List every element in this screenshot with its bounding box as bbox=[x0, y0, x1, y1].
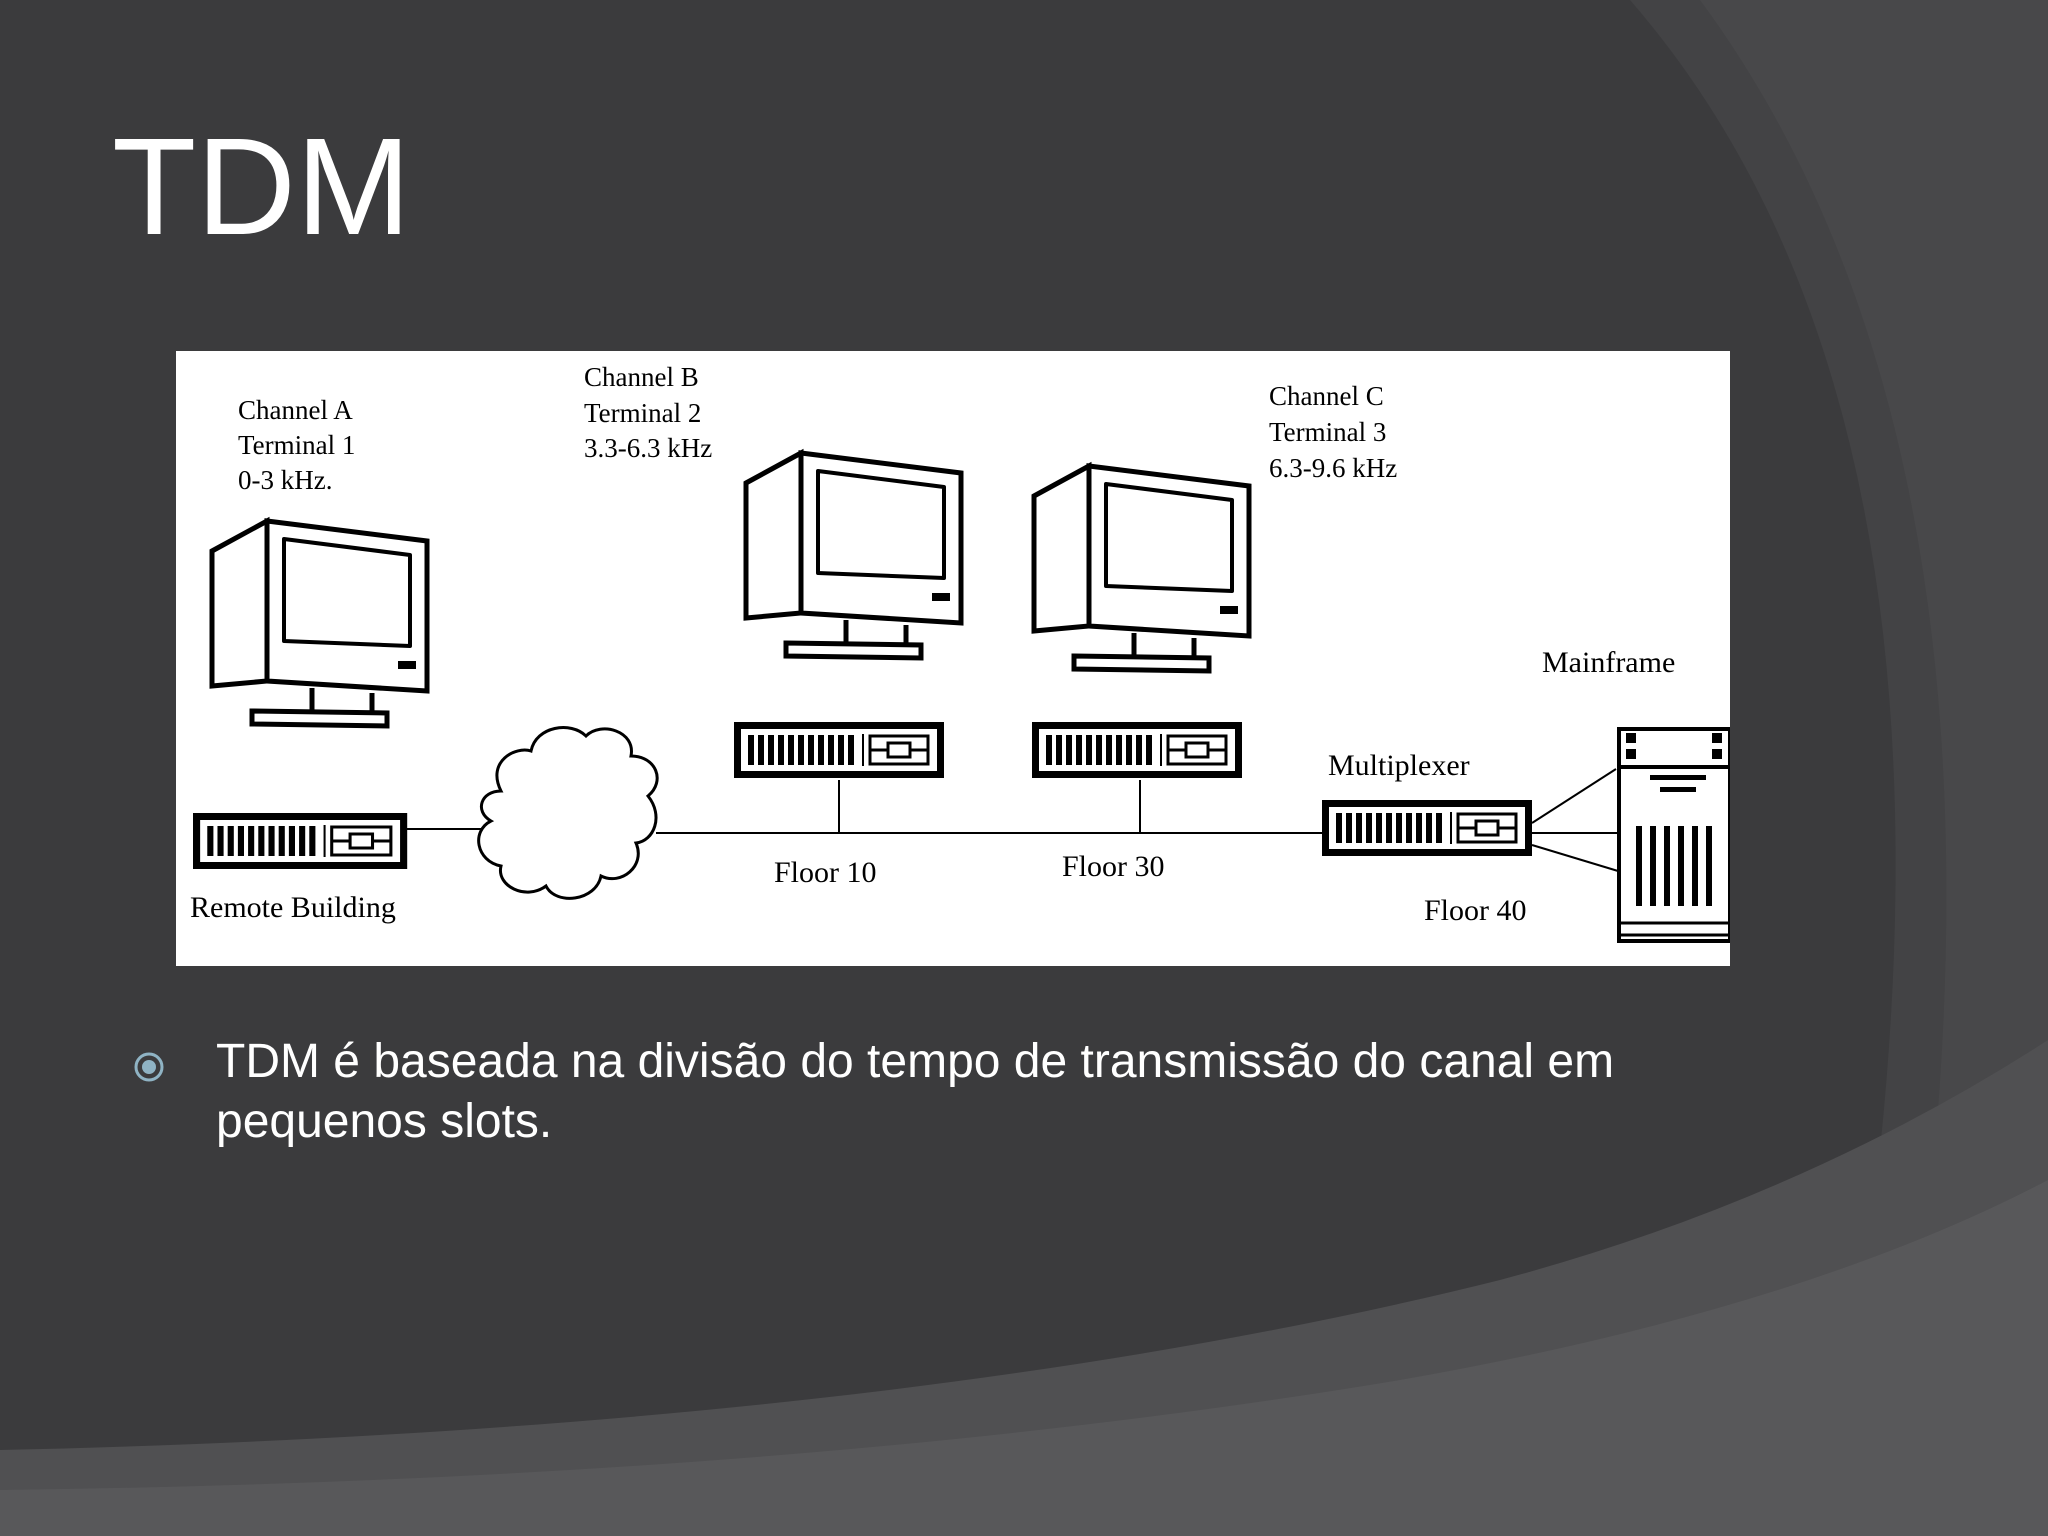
target-bullet-icon bbox=[134, 1052, 164, 1082]
network-cloud bbox=[477, 726, 659, 900]
remote-building-mux bbox=[191, 811, 409, 871]
mainframe-server bbox=[1617, 727, 1730, 943]
floor-30-label: Floor 30 bbox=[1062, 850, 1165, 883]
mainframe-label: Mainframe bbox=[1542, 646, 1675, 679]
channel-a-label: Channel A Terminal 1 0-3 kHz. bbox=[238, 395, 362, 495]
bullet-text: TDM é baseada na divisão do tempo de tra… bbox=[216, 1035, 1615, 1148]
network-lines bbox=[406, 768, 1620, 872]
line-mux-mainframe-1 bbox=[1531, 768, 1617, 824]
tdm-diagram: Channel A Terminal 1 0-3 kHz. Channel B … bbox=[176, 351, 1730, 966]
multiplexer-label: Multiplexer bbox=[1328, 749, 1470, 782]
channel-b-label: Channel B Terminal 2 3.3-6.3 kHz bbox=[584, 362, 712, 463]
terminal-3-monitor bbox=[1034, 466, 1249, 671]
tdm-diagram-svg: Channel A Terminal 1 0-3 kHz. Channel B … bbox=[190, 362, 1730, 943]
floor-10-mux bbox=[732, 720, 946, 780]
remote-building-label: Remote Building bbox=[190, 891, 396, 924]
floor-10-label: Floor 10 bbox=[774, 856, 877, 889]
terminal-1-monitor bbox=[212, 521, 427, 726]
floor-30-mux bbox=[1030, 720, 1244, 780]
background-wave-bottom-front bbox=[0, 1180, 2048, 1536]
floor-40-label: Floor 40 bbox=[1424, 894, 1527, 927]
slide-title: TDM bbox=[112, 110, 411, 264]
channel-c-label: Channel C Terminal 3 6.3-9.6 kHz bbox=[1269, 381, 1397, 483]
line-mux-mainframe-3 bbox=[1531, 844, 1619, 872]
floor-40-multiplexer bbox=[1320, 798, 1534, 858]
terminal-2-monitor bbox=[746, 453, 961, 658]
